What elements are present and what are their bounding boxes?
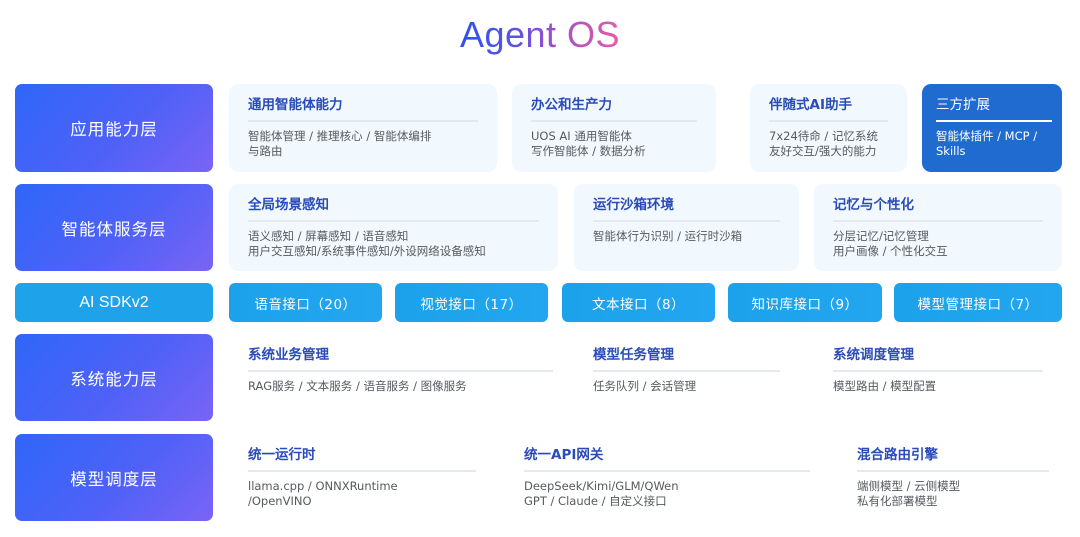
- layer-label-system: 系统能力层: [15, 334, 213, 421]
- card-system-business-management: 系统业务管理 RAG服务 / 文本服务 / 语音服务 / 图像服务: [229, 334, 558, 421]
- card-title: 三方扩展: [936, 93, 1052, 122]
- card-memory-personalization: 记忆与个性化 分层记忆/记忆管理 用户画像 / 个性化交互: [814, 184, 1062, 271]
- card-title: 运行沙箱环境: [593, 193, 780, 222]
- sdk-knowledge-base-interface: 知识库接口（9）: [728, 283, 882, 322]
- card-general-agent-capability: 通用智能体能力 智能体管理 / 推理核心 / 智能体编排 与路由: [229, 84, 497, 172]
- card-title: 系统业务管理: [248, 343, 553, 372]
- card-body: RAG服务 / 文本服务 / 语音服务 / 图像服务: [248, 379, 467, 393]
- card-unified-api-gateway: 统一API网关 DeepSeek/Kimi/GLM/QWen GPT / Cla…: [505, 434, 829, 521]
- card-global-scene-perception: 全局场景感知 语义感知 / 屏幕感知 / 语音感知 用户交互感知/系统事件感知/…: [229, 184, 558, 271]
- card-title: 全局场景感知: [248, 193, 539, 222]
- sdk-text-interface: 文本接口（8）: [562, 283, 715, 322]
- card-runtime-sandbox: 运行沙箱环境 智能体行为识别 / 运行时沙箱: [574, 184, 799, 271]
- sdk-voice-interface: 语音接口（20）: [229, 283, 382, 322]
- card-title: 模型任务管理: [593, 343, 780, 372]
- card-body: 模型路由 / 模型配置: [833, 379, 937, 393]
- card-title: 系统调度管理: [833, 343, 1043, 372]
- card-body: 端侧模型 / 云侧模型 私有化部署模型: [857, 479, 961, 508]
- card-hybrid-routing-engine: 混合路由引擎 端侧模型 / 云侧模型 私有化部署模型: [838, 434, 1068, 521]
- card-title: 办公和生产力: [531, 93, 697, 122]
- card-body: 智能体管理 / 推理核心 / 智能体编排 与路由: [248, 129, 432, 158]
- card-body: DeepSeek/Kimi/GLM/QWen GPT / Claude / 自定…: [524, 479, 679, 508]
- card-title: 记忆与个性化: [833, 193, 1043, 222]
- card-third-party-extensions: 三方扩展 智能体插件 / MCP / Skills: [922, 84, 1062, 172]
- card-body: 任务队列 / 会话管理: [593, 379, 697, 393]
- card-body: 7x24待命 / 记忆系统 友好交互/强大的能力: [769, 129, 878, 158]
- layer-label-ai-sdk: AI SDKv2: [15, 283, 213, 322]
- card-system-scheduling-management: 系统调度管理 模型路由 / 模型配置: [814, 334, 1062, 421]
- card-title: 混合路由引擎: [857, 443, 1049, 472]
- card-body: 语义感知 / 屏幕感知 / 语音感知 用户交互感知/系统事件感知/外设网络设备感…: [248, 229, 486, 258]
- card-title: 统一API网关: [524, 443, 810, 472]
- card-companion-ai-assistant: 伴随式AI助手 7x24待命 / 记忆系统 友好交互/强大的能力: [750, 84, 907, 172]
- page-title: Agent OS: [459, 14, 621, 55]
- card-body: UOS AI 通用智能体 写作智能体 / 数据分析: [531, 129, 646, 158]
- layer-label-application: 应用能力层: [15, 84, 213, 172]
- card-body: 分层记忆/记忆管理 用户画像 / 个性化交互: [833, 229, 948, 258]
- card-title: 伴随式AI助手: [769, 93, 888, 122]
- sdk-model-management-interface: 模型管理接口（7）: [894, 283, 1062, 322]
- card-body: llama.cpp / ONNXRuntime /OpenVINO: [248, 479, 398, 508]
- card-unified-runtime: 统一运行时 llama.cpp / ONNXRuntime /OpenVINO: [229, 434, 495, 521]
- card-body: 智能体插件 / MCP / Skills: [936, 129, 1038, 158]
- card-title: 通用智能体能力: [248, 93, 478, 122]
- card-title: 统一运行时: [248, 443, 476, 472]
- layer-label-model-scheduling: 模型调度层: [15, 434, 213, 521]
- card-model-task-management: 模型任务管理 任务队列 / 会话管理: [574, 334, 799, 421]
- sdk-vision-interface: 视觉接口（17）: [395, 283, 548, 322]
- layer-label-agent-service: 智能体服务层: [15, 184, 213, 271]
- card-body: 智能体行为识别 / 运行时沙箱: [593, 229, 743, 243]
- card-office-productivity: 办公和生产力 UOS AI 通用智能体 写作智能体 / 数据分析: [512, 84, 716, 172]
